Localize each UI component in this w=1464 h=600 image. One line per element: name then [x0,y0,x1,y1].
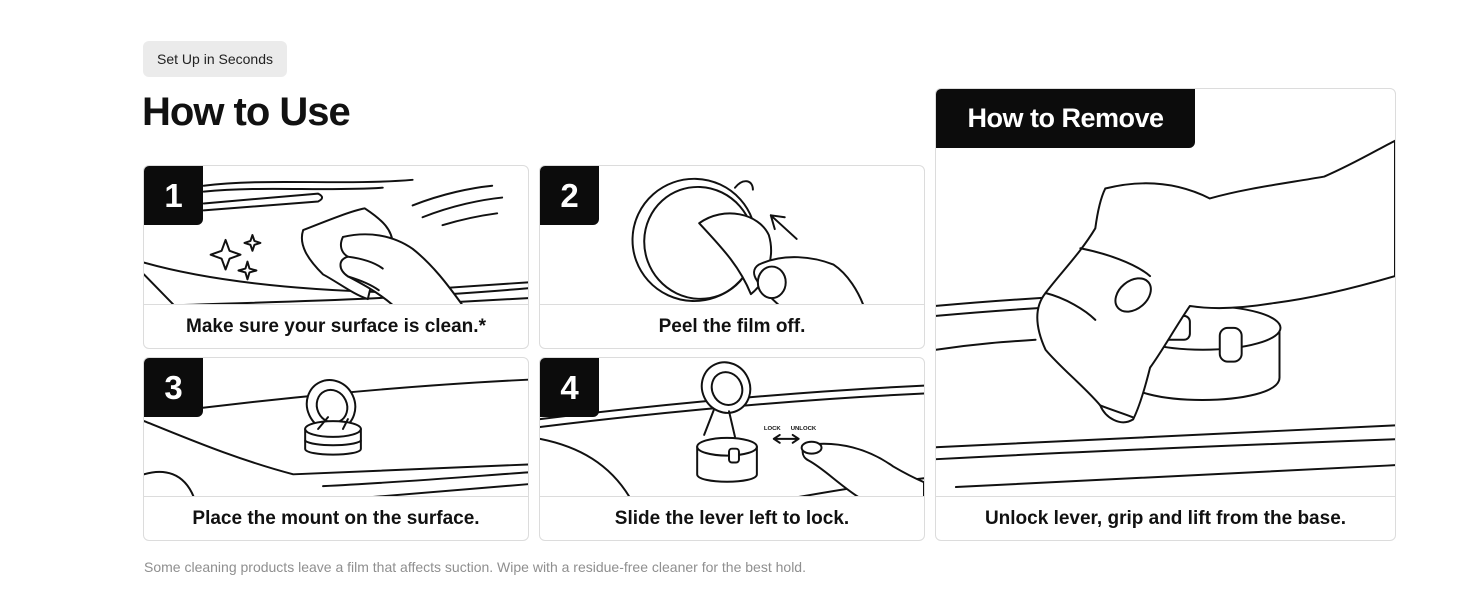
step-card-2: 2 Peel the film off. [539,165,925,349]
surface-cleaning-illustration [144,178,528,305]
step-4-illustration: LOCK UNLOCK [540,358,924,497]
slide-lever-illustration: LOCK UNLOCK [540,361,924,497]
step-3-caption: Place the mount on the surface. [144,496,528,540]
set-up-tag: Set Up in Seconds [143,41,287,77]
step-4-caption: Slide the lever left to lock. [540,496,924,540]
peel-film-illustration [631,177,865,305]
step-1-illustration [144,166,528,305]
remove-title: How to Remove [936,89,1195,148]
lock-label: LOCK [764,426,782,432]
step-4-badge: 4 [540,358,599,417]
remove-card: How to Remove Unlock lever, grip and lif… [935,88,1396,541]
step-2-caption: Peel the film off. [540,304,924,348]
step-card-3: 3 Place the mount on the surface. [143,357,529,541]
step-1-caption: Make sure your surface is clean.* [144,304,528,348]
set-up-tag-label: Set Up in Seconds [157,51,273,67]
step-2-badge: 2 [540,166,599,225]
step-3-illustration [144,358,528,497]
remove-illustration [936,89,1395,497]
step-card-1: 1 Make sure your surface is clean.* [143,165,529,349]
step-1-badge: 1 [144,166,203,225]
cleaning-footnote: Some cleaning products leave a film that… [144,559,806,575]
unlock-label: UNLOCK [791,426,817,432]
step-3-badge: 3 [144,358,203,417]
place-mount-illustration [144,378,528,497]
grip-and-lift-illustration [936,139,1395,489]
step-card-4: LOCK UNLOCK 4 Slide the lever left to lo… [539,357,925,541]
step-2-illustration [540,166,924,305]
page-title: How to Use [142,90,351,134]
remove-caption: Unlock lever, grip and lift from the bas… [936,496,1395,540]
